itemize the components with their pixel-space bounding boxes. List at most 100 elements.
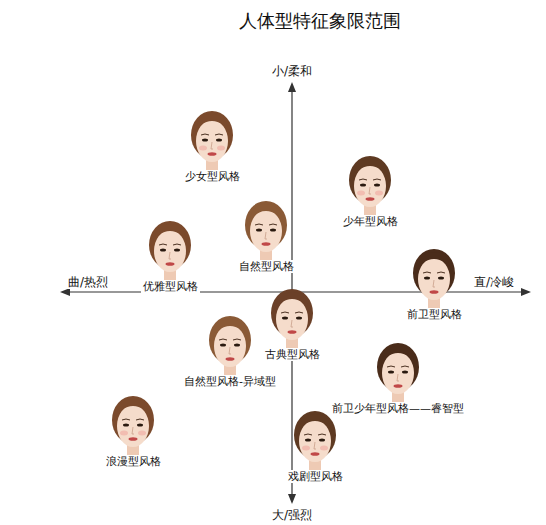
fringe	[381, 346, 415, 368]
eye	[424, 277, 430, 280]
lips	[208, 152, 217, 156]
style-caption: 自然型风格-异域型	[182, 375, 278, 388]
lips	[262, 242, 271, 246]
style-node: 优雅型风格	[139, 218, 202, 293]
axis-label: 直/冷峻	[472, 275, 516, 289]
eyebrow	[304, 434, 312, 435]
eye	[305, 439, 311, 442]
style-caption: 浪漫型风格	[104, 455, 163, 468]
face-illustration	[404, 246, 464, 308]
style-caption: 戏剧型风格	[286, 470, 345, 483]
eyebrow	[373, 179, 381, 180]
eye	[319, 439, 325, 442]
eye	[374, 184, 380, 187]
fringe	[153, 224, 187, 246]
lips	[129, 437, 138, 441]
blush	[320, 446, 328, 451]
style-caption: 优雅型风格	[141, 280, 200, 293]
eyebrow	[255, 224, 263, 225]
lips	[394, 384, 403, 388]
eyebrow	[136, 419, 144, 420]
eye	[220, 344, 226, 347]
fringe	[195, 114, 229, 136]
face-illustration	[236, 198, 296, 260]
nose	[397, 374, 399, 381]
eyebrow	[359, 179, 367, 180]
fringe	[298, 414, 332, 436]
lips	[430, 290, 439, 294]
eyebrow	[401, 366, 409, 367]
fringe	[275, 292, 309, 314]
fringe	[116, 399, 150, 421]
eye	[402, 371, 408, 374]
fringe	[213, 319, 247, 341]
face	[196, 120, 228, 162]
style-node: 前卫型风格	[403, 246, 466, 321]
eye	[270, 229, 276, 232]
blush	[138, 431, 146, 436]
lips	[225, 357, 234, 361]
eye	[256, 229, 262, 232]
nose	[433, 280, 435, 287]
style-caption: 前卫少年型风格——睿智型	[330, 402, 466, 415]
style-node: 浪漫型风格	[102, 393, 165, 468]
eye	[388, 371, 394, 374]
style-caption: 少年型风格	[341, 215, 400, 228]
eye	[296, 317, 302, 320]
blush	[199, 146, 207, 151]
face-illustration	[262, 286, 322, 348]
style-caption: 古典型风格	[263, 348, 322, 361]
style-caption: 前卫型风格	[405, 308, 464, 321]
nose	[265, 232, 267, 239]
blush	[357, 191, 365, 196]
nose	[314, 442, 316, 449]
face-illustration	[285, 408, 345, 470]
face	[214, 325, 246, 367]
face-illustration	[140, 218, 200, 280]
lips	[366, 197, 375, 201]
eye	[282, 317, 288, 320]
face	[299, 420, 331, 462]
style-node: 古典型风格	[261, 286, 324, 361]
axis-label: 曲/热烈	[66, 275, 110, 289]
eyebrow	[269, 224, 277, 225]
eyebrow	[281, 312, 289, 313]
nose	[211, 142, 213, 149]
eye	[174, 249, 180, 252]
fringe	[353, 159, 387, 181]
face	[276, 298, 308, 340]
blush	[217, 146, 225, 151]
blush	[120, 431, 128, 436]
face	[418, 258, 450, 300]
axis-label: 小/柔和	[270, 64, 314, 78]
face-illustration	[103, 393, 163, 455]
lips	[166, 262, 175, 266]
style-caption: 少女型风格	[183, 170, 242, 183]
face-illustration	[368, 340, 428, 402]
lips	[311, 452, 320, 456]
face-illustration	[200, 313, 260, 375]
eyebrow	[215, 134, 223, 135]
fringe	[417, 252, 451, 274]
eyebrow	[219, 339, 227, 340]
eye	[137, 424, 143, 427]
eye	[360, 184, 366, 187]
eye	[123, 424, 129, 427]
eye	[234, 344, 240, 347]
eyebrow	[122, 419, 130, 420]
axis-label: 大/强烈	[270, 508, 314, 522]
style-caption: 自然型风格	[237, 260, 296, 273]
nose	[132, 427, 134, 434]
style-node: 少女型风格	[181, 108, 244, 183]
arrow-head	[521, 288, 531, 296]
eyebrow	[318, 434, 326, 435]
blush	[375, 191, 383, 196]
face	[117, 405, 149, 447]
eyebrow	[233, 339, 241, 340]
eyebrow	[387, 366, 395, 367]
face	[154, 230, 186, 272]
eyebrow	[159, 244, 167, 245]
eye	[438, 277, 444, 280]
style-node: 少年型风格	[339, 153, 402, 228]
